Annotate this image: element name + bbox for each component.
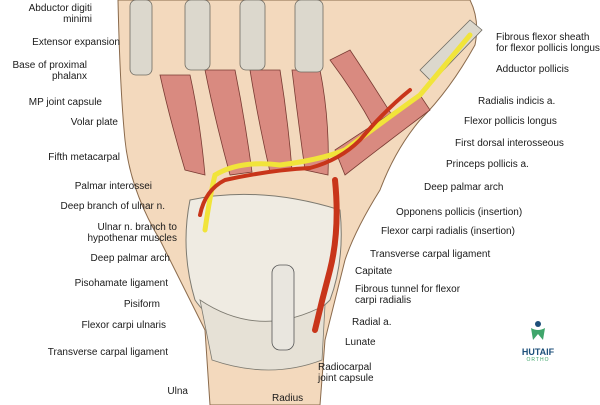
label-transverse-carpal-right: Transverse carpal ligament	[370, 249, 491, 260]
muscle-group	[159, 49, 431, 176]
label-palmar-interossei: Palmar interossei	[74, 181, 152, 192]
label-deep-branch-ulnar: Deep branch of ulnar n.	[60, 201, 165, 212]
label-extensor-expansion: Extensor expansion	[32, 37, 120, 48]
fcr-tendon	[271, 264, 295, 351]
label-first-dorsal-interosseous: First dorsal interosseous	[455, 138, 564, 149]
label-princeps-pollicis: Princeps pollicis a.	[446, 159, 529, 170]
label-radialis-indicis: Radialis indicis a.	[478, 96, 556, 107]
brand-logo: HUTAIF ORTHO	[518, 320, 558, 363]
radial-artery	[312, 177, 340, 333]
label-pisiform: Pisiform	[123, 299, 160, 310]
logo-sub: ORTHO	[526, 357, 550, 363]
label-fifth-metacarpal: Fifth metacarpal	[48, 152, 120, 163]
label-radius: Radius	[272, 393, 304, 404]
label-flexor-pollicis-longus: Flexor pollicis longus	[464, 116, 557, 127]
deep-palmar-arch	[198, 88, 412, 217]
ulnar-nerve	[202, 32, 473, 233]
label-mp-joint-capsule: MP joint capsule	[28, 97, 102, 108]
label-pisohamate-ligament: Pisohamate ligament	[74, 278, 168, 289]
label-deep-palmar-arch-right: Deep palmar arch	[424, 182, 504, 193]
label-flexor-carpi-radialis: Flexor carpi radialis (insertion)	[381, 226, 515, 237]
label-opponens-pollicis: Opponens pollicis (insertion)	[396, 207, 523, 218]
label-ulna: Ulna	[167, 386, 188, 397]
wrist-capsule	[199, 299, 326, 371]
logo-name: HUTAIF	[521, 347, 555, 357]
label-flexor-carpi-ulnaris: Flexor carpi ulnaris	[81, 320, 166, 331]
label-capitate: Capitate	[355, 266, 393, 277]
label-volar-plate: Volar plate	[70, 117, 118, 128]
logo-figure-icon	[531, 321, 545, 340]
label-transverse-carpal-left: Transverse carpal ligament	[47, 347, 168, 358]
label-adductor-pollicis: Adductor pollicis	[496, 64, 569, 75]
tendon-group	[129, 0, 483, 83]
label-lunate: Lunate	[345, 337, 376, 348]
label-radial-artery: Radial a.	[352, 317, 392, 328]
label-deep-palmar-arch-left: Deep palmar arch	[90, 253, 170, 264]
